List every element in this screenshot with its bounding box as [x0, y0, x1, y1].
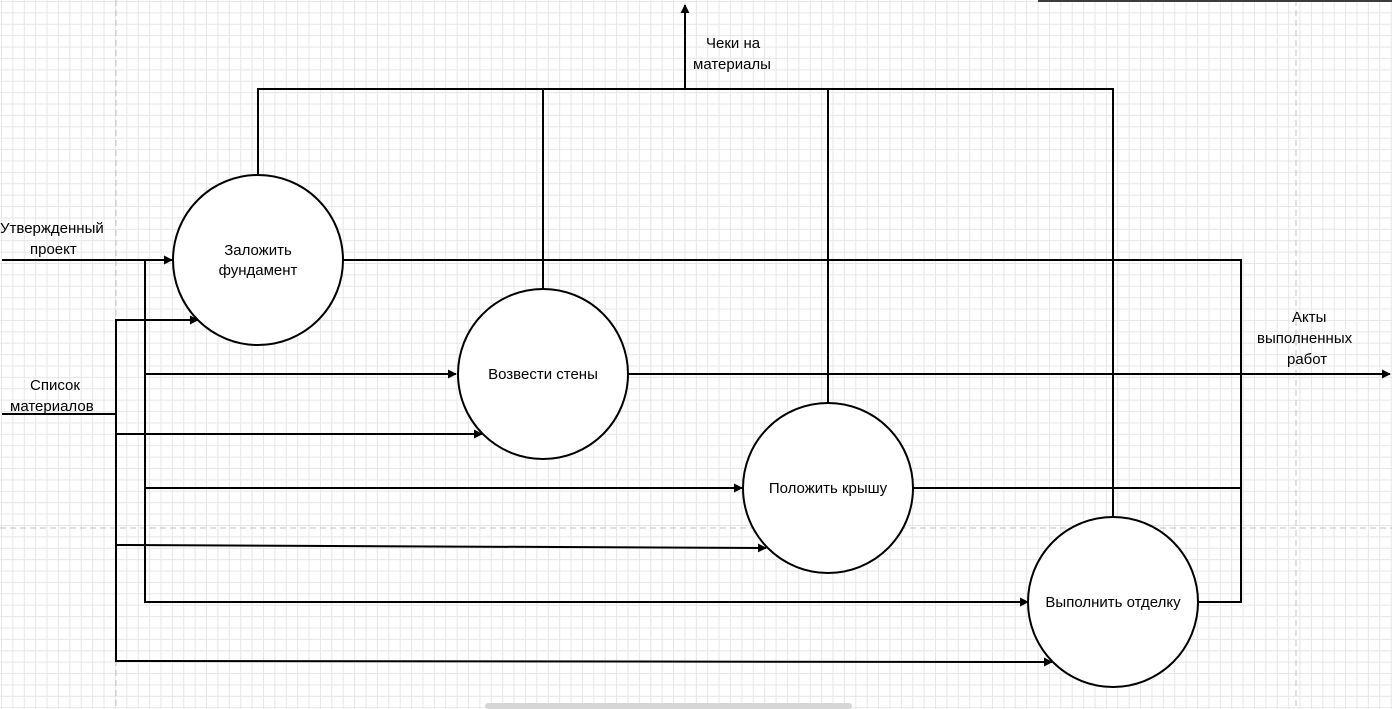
receipts-collector-line[interactable] — [257, 88, 1114, 516]
input-project-label: Утвержденный — [0, 220, 104, 237]
process-finishing[interactable]: Выполнить отделку — [1027, 516, 1199, 688]
process-foundation[interactable]: Заложить фундамент — [172, 174, 344, 346]
output-receipts-label: материалы — [693, 56, 771, 73]
process-label: Возвести стены — [488, 366, 598, 383]
process-circle[interactable] — [172, 174, 344, 346]
process-label: фундамент — [219, 262, 298, 279]
project-to-finishing-flow[interactable] — [144, 488, 1029, 607]
input-project-label: проект — [30, 241, 77, 258]
process-roof[interactable]: Положить крышу — [742, 402, 914, 574]
process-label: Заложить — [224, 242, 292, 259]
process-walls[interactable]: Возвести стены — [457, 288, 629, 460]
process-label: Выполнить отделку — [1045, 594, 1181, 611]
project-to-roof-flow[interactable] — [144, 374, 743, 493]
output-acts-label: выполненных — [1257, 330, 1353, 347]
output-receipts-label: Чеки на — [706, 35, 761, 52]
input-materials-label: Список — [30, 377, 80, 394]
horizontal-scrollbar[interactable] — [485, 703, 852, 709]
process-label: Положить крышу — [769, 480, 888, 497]
output-acts-label: работ — [1287, 351, 1327, 368]
process-circle[interactable] — [742, 402, 914, 574]
output-acts-label: Акты — [1292, 309, 1326, 326]
materials-to-foundation-flow[interactable] — [115, 315, 199, 414]
window-edge-bar — [1038, 0, 1392, 2]
materials-to-finishing-flow[interactable] — [115, 545, 1053, 667]
input-materials-label: материалов — [10, 398, 94, 415]
process-circle[interactable] — [1027, 516, 1199, 688]
foundation-to-acts-line[interactable] — [343, 259, 1242, 603]
process-circle[interactable] — [457, 288, 629, 460]
